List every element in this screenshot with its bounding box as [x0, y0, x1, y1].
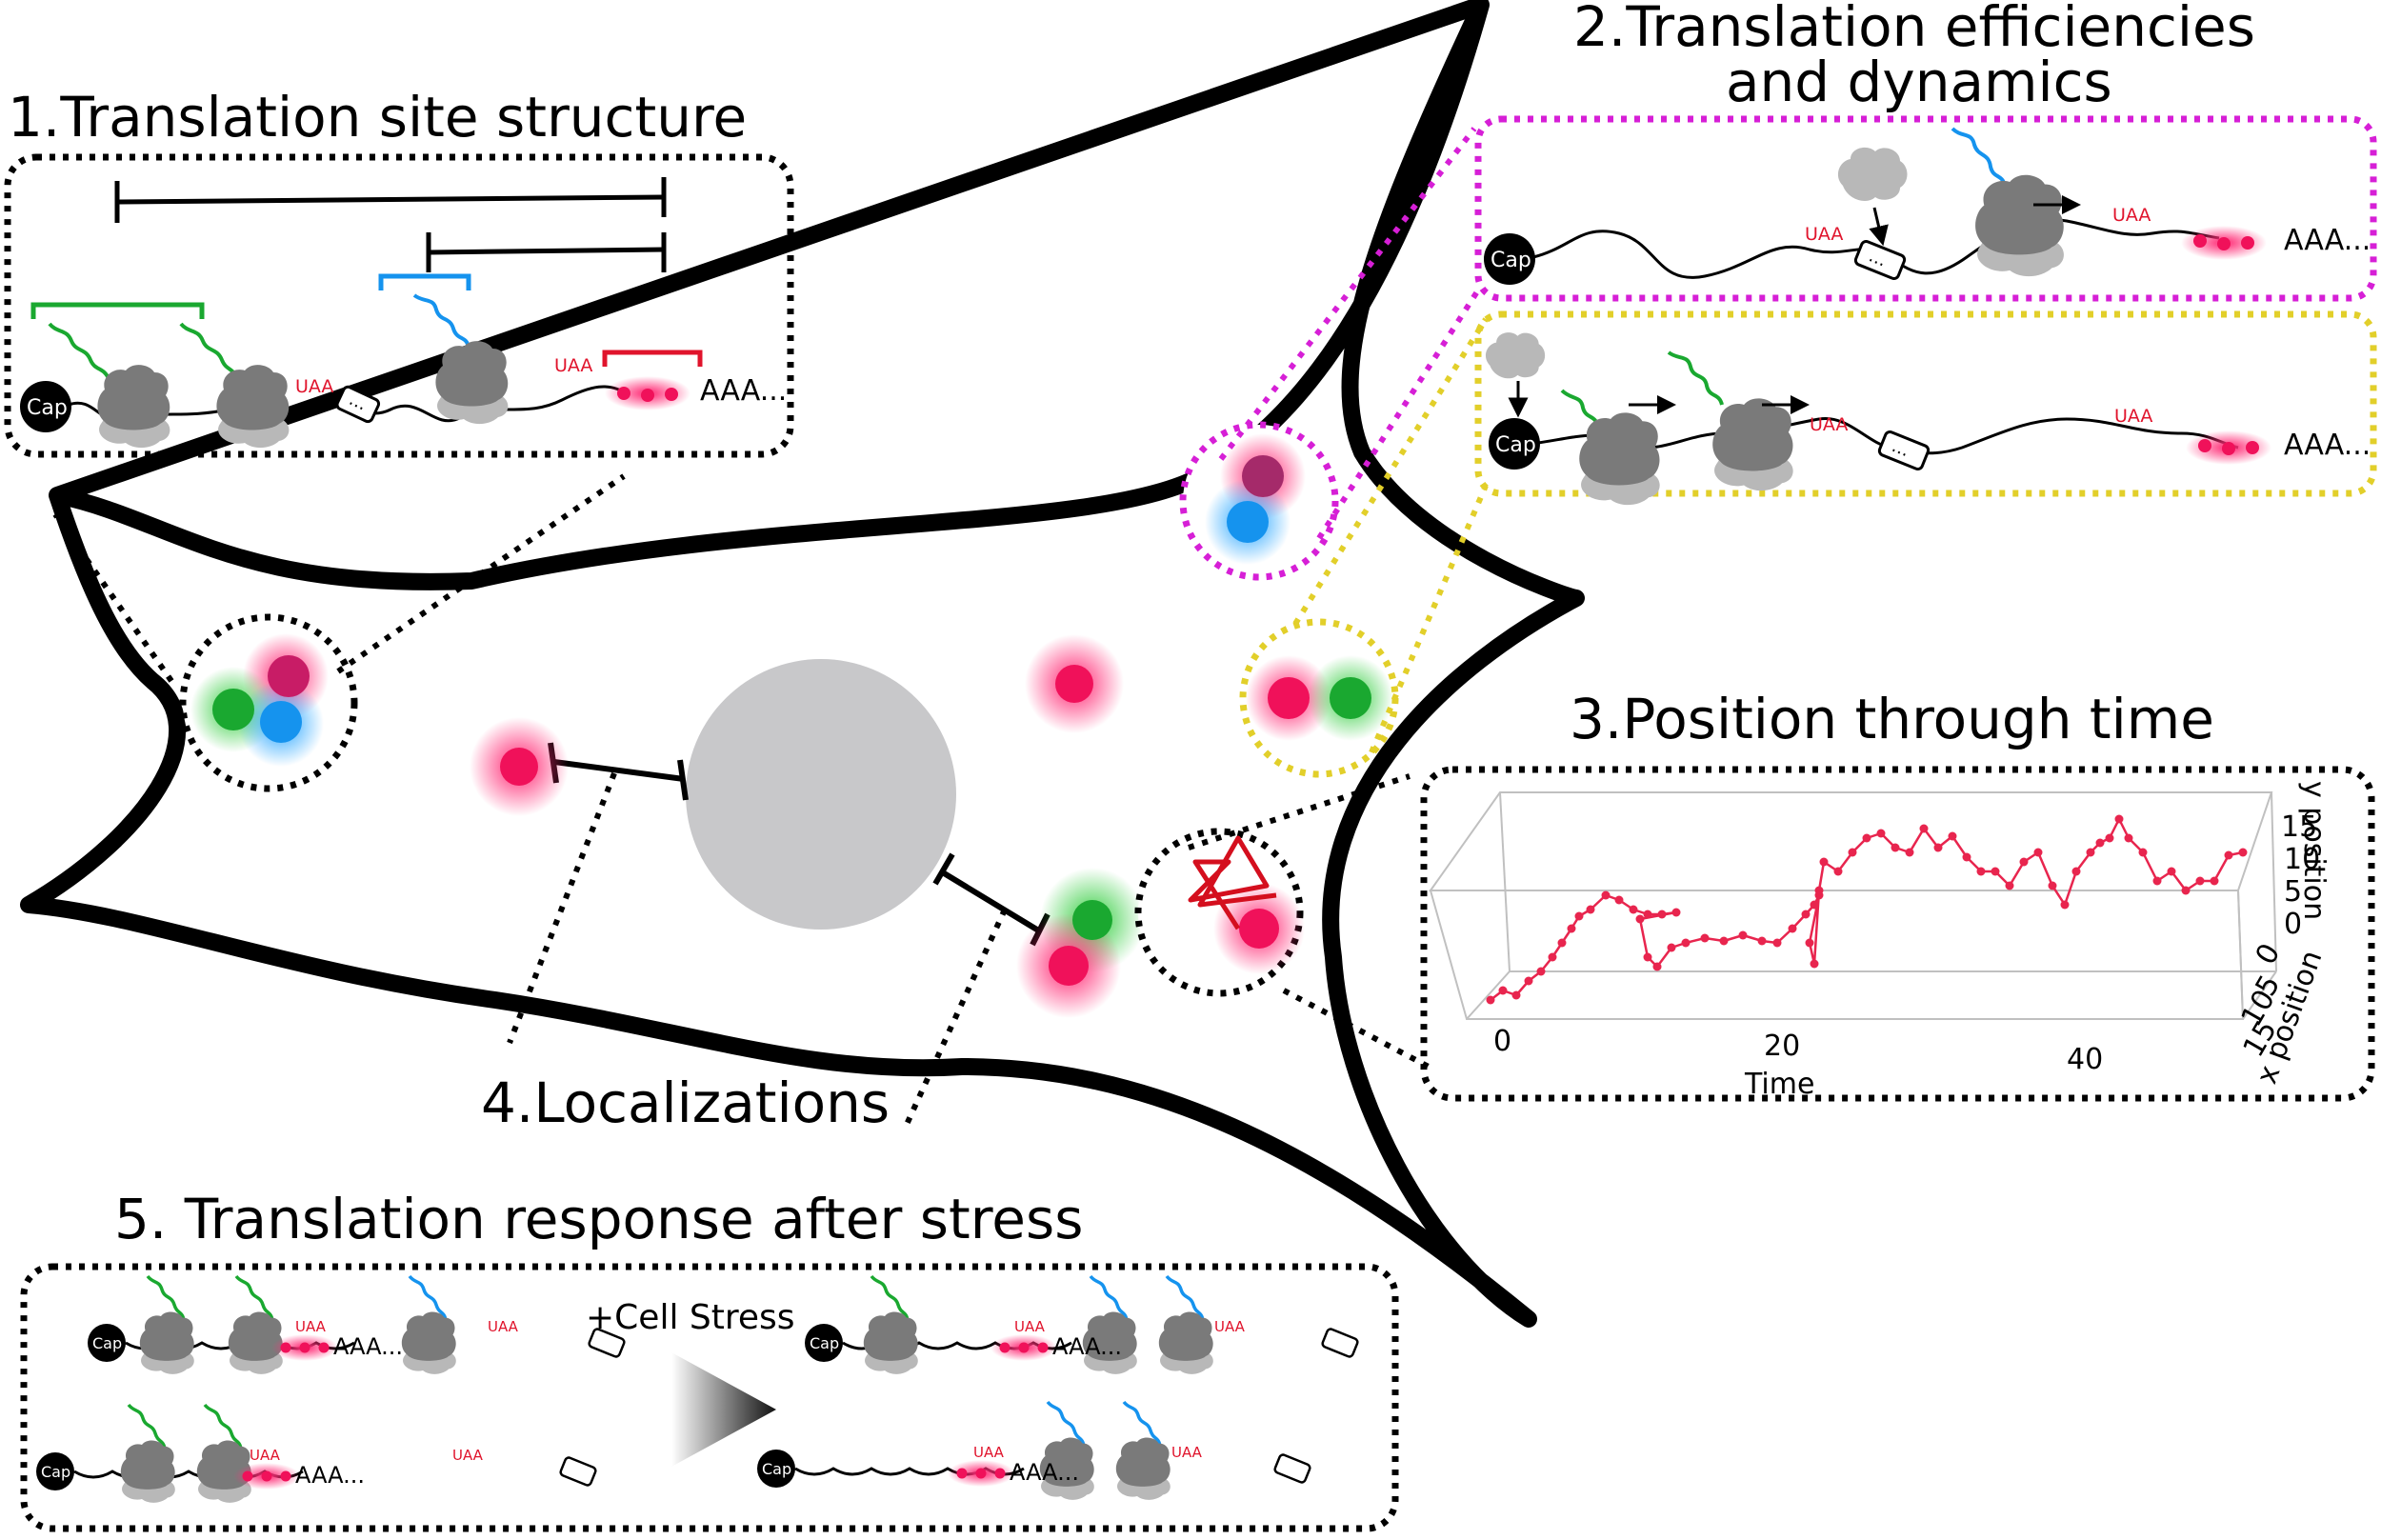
title-position-through-time: 3.Position through time — [1570, 687, 2214, 751]
inset-trajectory — [1134, 828, 1305, 997]
trajectory-series — [1486, 814, 2248, 1005]
spot-red-top — [1025, 634, 1124, 733]
y-tick: 5 — [2284, 875, 2302, 909]
uaa-label: UAA — [1214, 1318, 1246, 1335]
uaa-label: UAA — [250, 1447, 281, 1464]
cell-membrane — [20, 0, 1585, 1328]
panel-3-axes: 0 20 40 Time 15 10 5 0 y position 0 5 10… — [1493, 781, 2331, 1101]
uaa-label: UAA — [1805, 224, 1843, 245]
leader-magenta — [1218, 127, 1484, 540]
leader-yellow — [1292, 317, 1489, 754]
panel-3-box — [1420, 766, 2375, 1102]
panel-1-box — [4, 153, 794, 458]
tether-left — [548, 742, 689, 801]
y-tick: 10 — [2284, 843, 2320, 876]
uaa-label: UAA — [452, 1447, 484, 1464]
panel-1-mrna: Cap … UAA UAA AAA... — [20, 293, 787, 449]
mrna-strand: Cap UAA UAA AAA... — [36, 1403, 597, 1503]
cap-label: Cap — [41, 1463, 70, 1481]
aaa-label: AAA... — [2284, 224, 2371, 257]
panel-3-3d-frame — [1429, 791, 2277, 1020]
uaa-label: UAA — [973, 1444, 1005, 1461]
aaa-label: AAA... — [295, 1462, 365, 1489]
mrna-strand: Cap UAA UAA AAA... — [757, 1400, 1311, 1500]
cell-stress-label: +Cell Stress — [586, 1298, 795, 1337]
aaa-label: AAA... — [700, 374, 787, 408]
x-tick: 0 — [1493, 1025, 1511, 1058]
uaa-label: UAA — [1171, 1444, 1203, 1461]
aaa-label: AAA... — [1052, 1333, 1122, 1360]
uaa-label: UAA — [295, 376, 333, 397]
aaa-label: AAA... — [2284, 429, 2371, 462]
cap-label: Cap — [92, 1334, 122, 1352]
title-translation-site-structure: 1.Translation site structure — [8, 85, 747, 150]
panel-2-mrna-bottom: Cap … UAA UAA AAA... — [1485, 332, 2371, 506]
x-tick: 20 — [1764, 1030, 1800, 1063]
cap-label: Cap — [1491, 249, 1531, 272]
uaa-label: UAA — [2114, 406, 2152, 427]
title-translation-efficiencies: 2.Translation efficiencies — [1573, 0, 2255, 59]
uaa-label: UAA — [554, 355, 592, 376]
inset-left-cluster — [179, 613, 358, 792]
spot-green-red-cluster — [1016, 868, 1145, 1018]
inset-yellow — [1239, 618, 1399, 778]
uaa-label: UAA — [1810, 414, 1848, 435]
panel-1-brackets — [30, 177, 703, 367]
panel-5-box — [20, 1263, 1399, 1532]
uaa-label: UAA — [2112, 205, 2151, 226]
z-tick: 0 — [2250, 938, 2288, 970]
nucleus — [686, 659, 956, 930]
y-tick: 15 — [2281, 810, 2317, 844]
y-tick: 0 — [2284, 908, 2302, 941]
aaa-label: AAA... — [1010, 1459, 1079, 1486]
x-tick: 40 — [2067, 1043, 2103, 1076]
aaa-label: AAA... — [333, 1333, 403, 1360]
mrna-strand: Cap UAA UAA AAA... — [88, 1274, 626, 1374]
cap-label: Cap — [810, 1334, 839, 1352]
panel-2-mrna-top: Cap … UAA UAA AAA... — [1484, 127, 2371, 285]
uaa-label: UAA — [295, 1318, 327, 1335]
x-axis-label: Time — [1744, 1068, 1814, 1101]
cap-label: Cap — [1495, 433, 1536, 457]
title-and-dynamics: and dynamics — [1726, 50, 2112, 114]
uaa-label: UAA — [1014, 1318, 1046, 1335]
title-localizations: 4.Localizations — [481, 1070, 890, 1135]
inset-magenta — [1179, 421, 1339, 581]
spot-red-left — [470, 717, 569, 816]
cap-label: Cap — [27, 396, 68, 420]
uaa-label: UAA — [488, 1318, 519, 1335]
panel-2-yellow-box — [1474, 310, 2377, 497]
y-axis-label: y position — [2297, 781, 2331, 920]
leader-lines — [52, 473, 1431, 1130]
mrna-strand: Cap UAA UAA AAA... — [805, 1274, 1359, 1374]
title-translation-response: 5. Translation response after stress — [114, 1187, 1083, 1251]
cap-label: Cap — [762, 1460, 791, 1478]
panel-2-magenta-box — [1474, 115, 2377, 302]
stress-arrow — [671, 1352, 776, 1467]
